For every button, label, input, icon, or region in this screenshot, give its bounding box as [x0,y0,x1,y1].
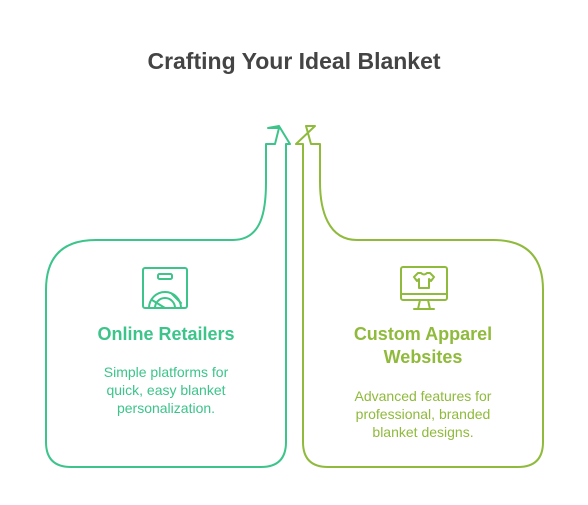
right-card-title: Custom Apparel Websites [303,323,543,369]
left-desc-line: personalization. [116,400,216,416]
left-card-arrow-outline [45,125,291,468]
left-card-desc: Simple platforms for quick, easy blanket… [46,363,286,417]
monitor-shirt-icon [400,266,448,310]
right-card-desc: Advanced features for professional, bran… [303,387,543,441]
right-title-line: Custom Apparel [353,324,493,344]
shopping-bag-icon [142,267,188,309]
left-card-title: Online Retailers [97,324,235,344]
left-desc-line: Simple platforms for [103,364,229,380]
right-desc-line: professional, branded [355,406,491,422]
right-desc-line: blanket designs. [372,424,474,440]
right-card-arrow-outline [295,125,544,468]
right-desc-line: Advanced features for [354,388,492,404]
left-desc-line: quick, easy blanket [106,382,226,398]
page-title: Crafting Your Ideal Blanket [147,48,441,74]
right-title-line: Websites [383,347,463,367]
